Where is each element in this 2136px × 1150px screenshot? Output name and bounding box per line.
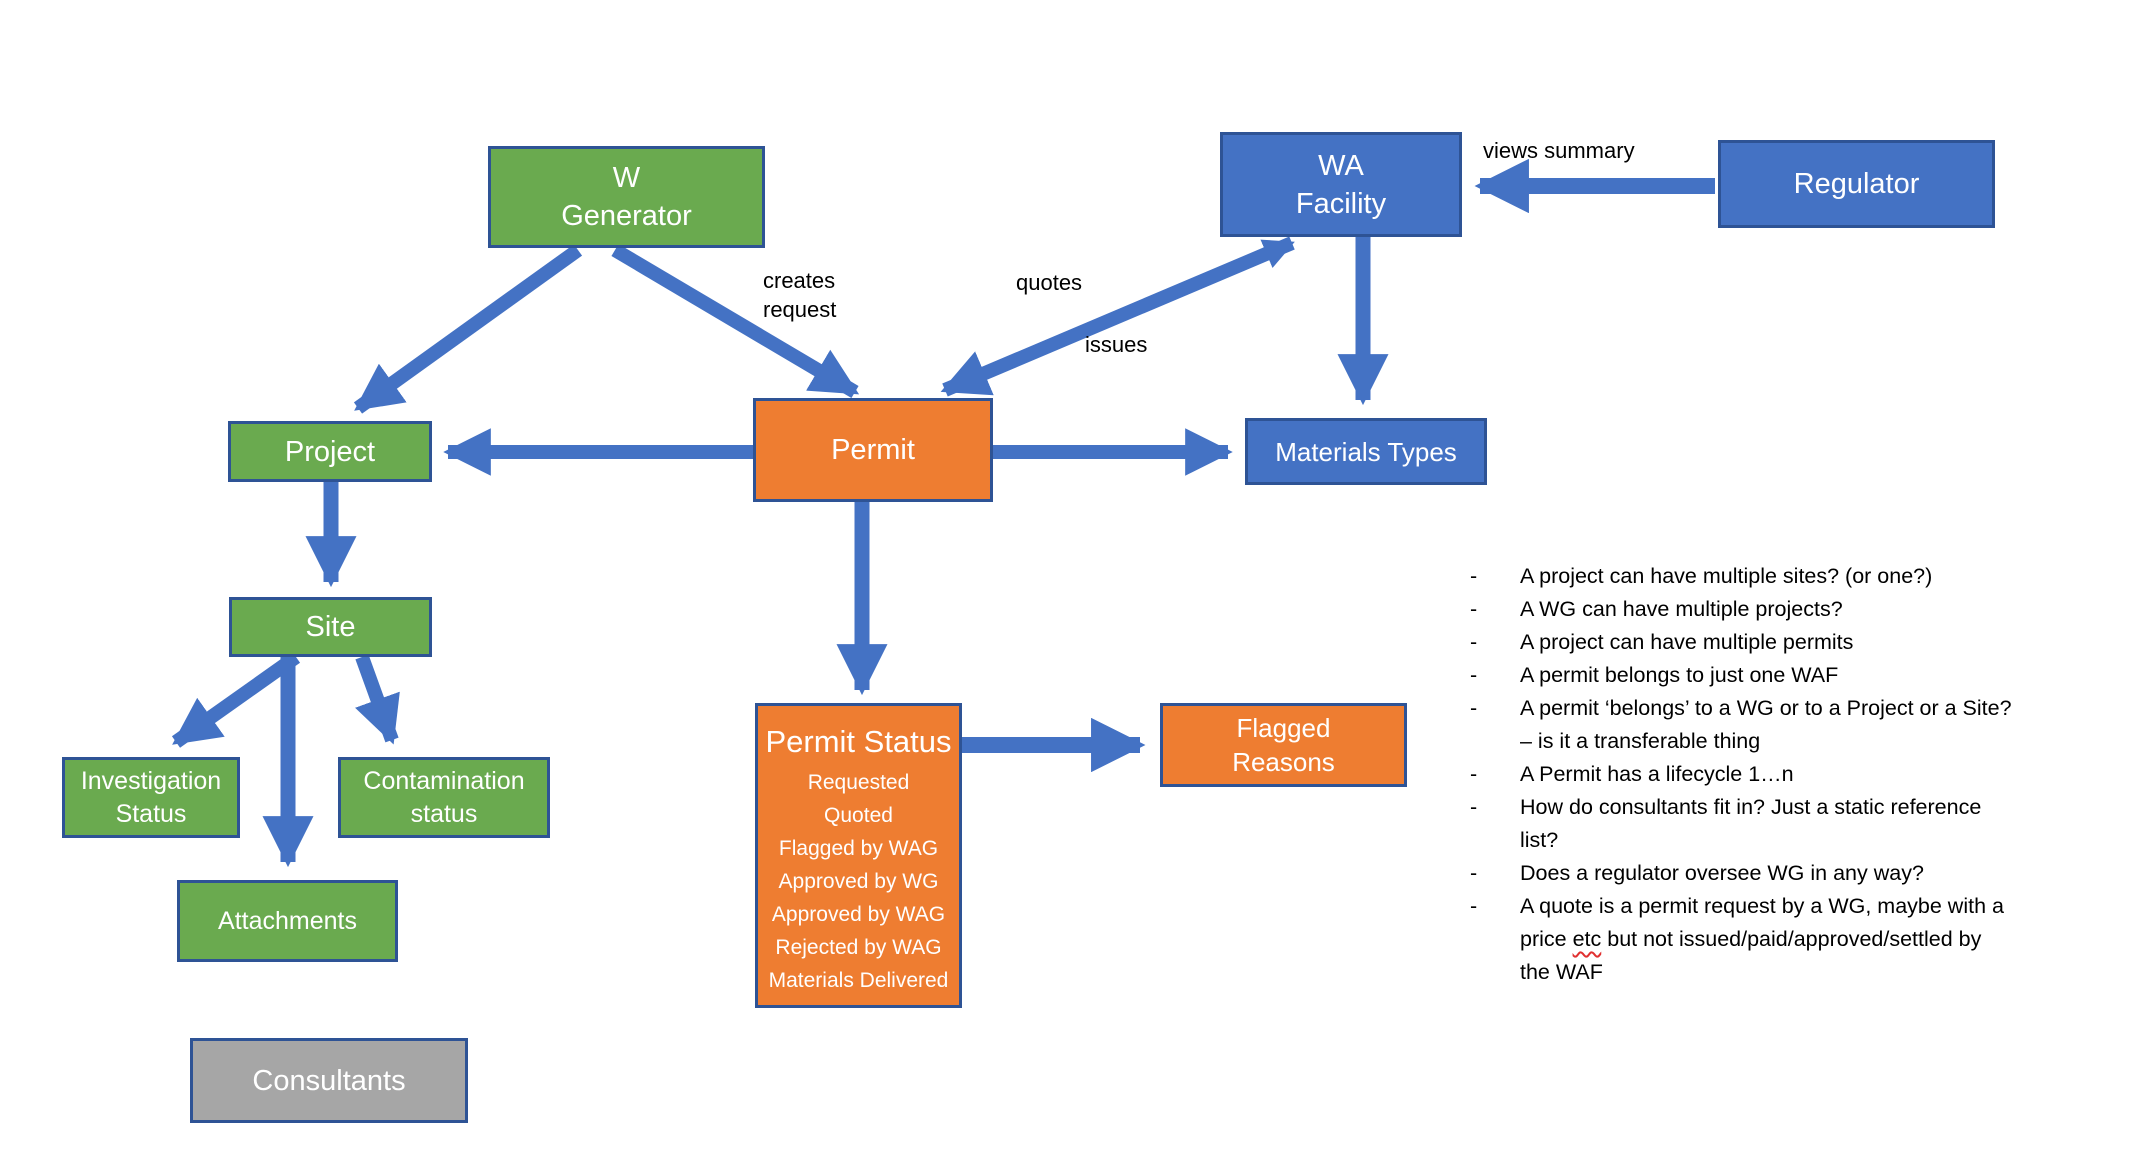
node-site[interactable]: Site	[229, 597, 432, 657]
note-bullet-dash: -	[1470, 564, 1478, 588]
arrow-wgenerator-to-permit[interactable]	[611, 243, 860, 399]
arrow-site-to-investigationstatus[interactable]	[171, 651, 301, 748]
note-text: A WG can have multiple projects?	[1520, 597, 1843, 621]
note-item: - A WG can have multiple projects?	[1470, 593, 2110, 626]
node-materials-types[interactable]: Materials Types	[1245, 418, 1487, 485]
misspelled-word: etc	[1572, 927, 1602, 951]
notes-list: - A project can have multiple sites? (or …	[1470, 560, 2110, 989]
note-item: - A project can have multiple sites? (or …	[1470, 560, 2110, 593]
note-bullet-dash: -	[1470, 630, 1478, 654]
note-item: - How do consultants fit in? Just a stati…	[1470, 791, 2110, 857]
permit-status-item: Requested	[807, 771, 910, 794]
arrow-wgenerator-to-project[interactable]	[353, 244, 583, 414]
note-item: - A quote is a permit request by a WG, ma…	[1470, 890, 2110, 989]
note-text: A quote is a permit request by a WG, may…	[1520, 894, 2004, 984]
permit-status-item: Quoted	[824, 804, 893, 827]
note-text: How do consultants fit in? Just a static…	[1520, 795, 1982, 852]
node-project[interactable]: Project	[228, 421, 432, 482]
node-investigation-status[interactable]: Investigation Status	[62, 757, 240, 838]
note-bullet-dash: -	[1470, 795, 1478, 819]
node-attachments[interactable]: Attachments	[177, 880, 398, 962]
permit-status-item: Approved by WAG	[771, 903, 946, 926]
node-flagged-reasons[interactable]: Flagged Reasons	[1160, 703, 1407, 787]
edge-label-views-summary: views summary	[1483, 138, 1635, 163]
permit-status-item: Materials Delivered	[768, 969, 949, 992]
node-w-generator[interactable]: W Generator	[488, 146, 765, 248]
node-permit[interactable]: Permit	[753, 398, 993, 502]
node-contamination-status[interactable]: Contamination status	[338, 757, 550, 838]
note-bullet-dash: -	[1470, 597, 1478, 621]
note-item: - A permit ‘belongs’ to a WG or to a Proj…	[1470, 692, 2110, 758]
permit-status-item: Approved by WG	[778, 870, 939, 893]
node-wa-facility[interactable]: WA Facility	[1220, 132, 1462, 237]
note-text: A project can have multiple permits	[1520, 630, 1854, 654]
note-item: - Does a regulator oversee WG in any way?	[1470, 857, 2110, 890]
note-text: A Permit has a lifecycle 1…n	[1520, 762, 1794, 786]
note-bullet-dash: -	[1470, 663, 1478, 687]
note-text: A project can have multiple sites? (or o…	[1520, 564, 1933, 588]
arrow-site-to-contaminationstatus[interactable]	[355, 654, 400, 745]
note-bullet-dash: -	[1470, 762, 1478, 786]
note-item: - A Permit has a lifecycle 1…n	[1470, 758, 2110, 791]
note-text: A permit belongs to just one WAF	[1520, 663, 1839, 687]
note-text: A permit ‘belongs’ to a WG or to a Proje…	[1520, 696, 2012, 753]
note-item: - A project can have multiple permits	[1470, 626, 2110, 659]
node-consultants[interactable]: Consultants	[190, 1038, 468, 1123]
note-bullet-dash: -	[1470, 696, 1478, 720]
edge-label-creates-request: creates request	[763, 268, 837, 322]
edge-label-quotes: quotes	[1016, 270, 1083, 295]
note-text: Does a regulator oversee WG in any way?	[1520, 861, 1924, 885]
permit-status-item: Rejected by WAG	[775, 936, 942, 959]
note-bullet-dash: -	[1470, 861, 1478, 885]
note-bullet-dash: -	[1470, 894, 1478, 918]
node-regulator[interactable]: Regulator	[1718, 140, 1995, 228]
edge-label-issues: issues	[1085, 332, 1148, 357]
note-item: - A permit belongs to just one WAF	[1470, 659, 2110, 692]
permit-status-title: Permit Status	[765, 724, 952, 759]
arrow-wafacility-permit[interactable]	[940, 236, 1295, 397]
permit-status-item: Flagged by WAG	[778, 837, 939, 860]
